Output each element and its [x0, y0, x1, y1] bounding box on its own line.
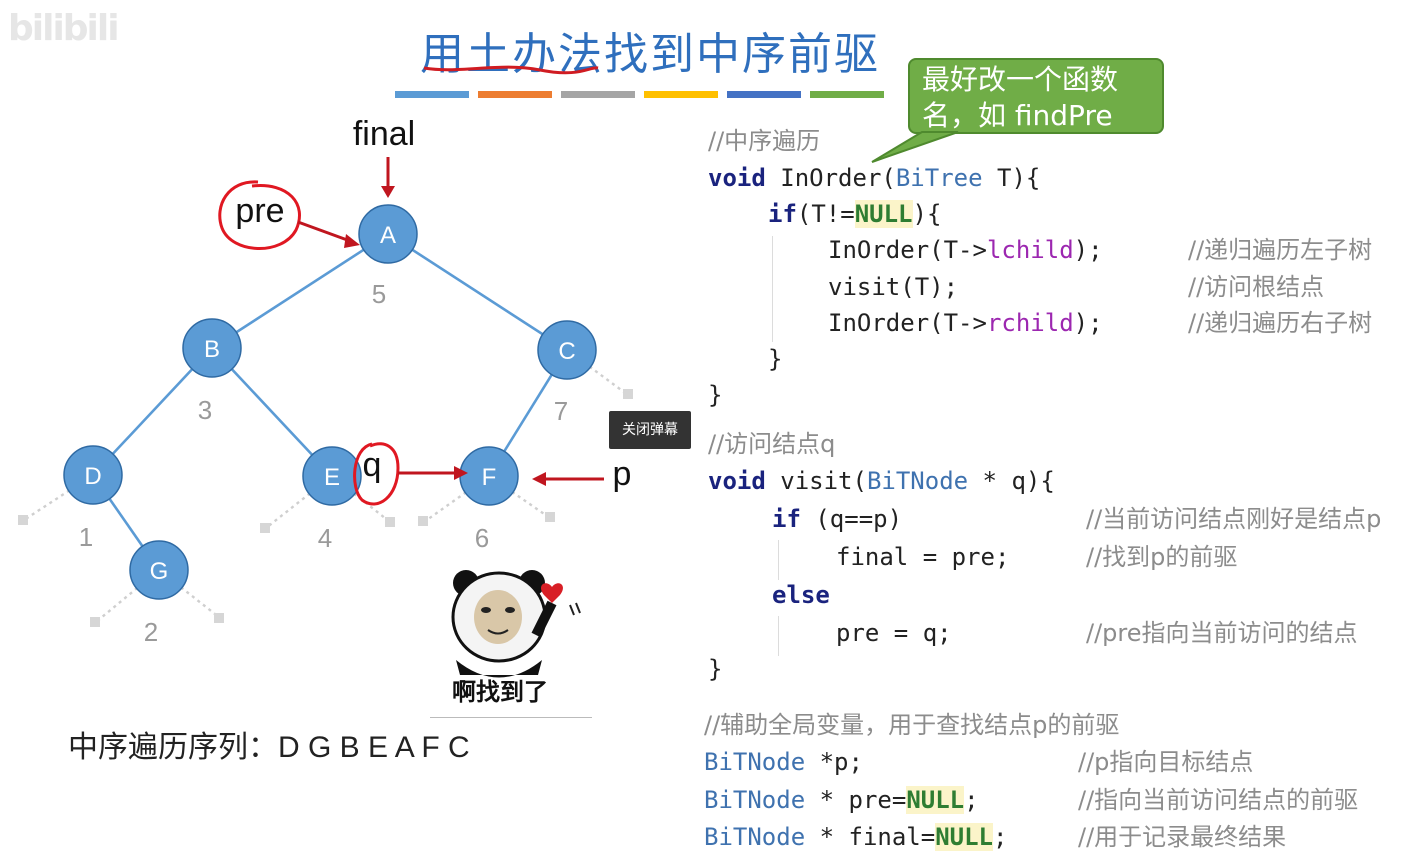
code-global-final: BiTNode * final=NULL; — [704, 823, 1008, 851]
edge-a-c — [387, 232, 568, 352]
code-if-q-eq-p: if (q==p) — [772, 505, 903, 533]
tree-node-b: B — [182, 318, 242, 378]
slide-title: 用土办法找到中序前驱 — [420, 29, 880, 80]
code-close-brace-func: } — [708, 381, 723, 409]
tree-node-e: E — [302, 446, 362, 506]
svg-text:A: A — [380, 222, 396, 249]
comment-right: //递归遍历右子树 — [1188, 309, 1373, 337]
comment-global-p: //p指向目标结点 — [1078, 748, 1254, 776]
svg-text:C: C — [558, 338, 575, 365]
code-pre-eq-q: pre = q; — [836, 619, 952, 647]
order-num-f: 6 — [475, 523, 489, 553]
svg-text:E: E — [324, 464, 340, 491]
indent-guide-2 — [778, 540, 779, 580]
order-num-e: 4 — [318, 523, 332, 553]
sticker-caption: 啊找到了 — [452, 678, 548, 706]
comment-globals: //辅助全局变量，用于查找结点p的前驱 — [704, 711, 1120, 739]
order-num-b: 3 — [198, 395, 212, 425]
code-inorder-left: InOrder(T->lchild); — [828, 236, 1103, 264]
svg-text:D: D — [84, 463, 101, 490]
edge-a-b — [211, 232, 389, 350]
panda-meme-sticker — [451, 570, 581, 678]
svg-text:B: B — [204, 336, 220, 363]
pointer-pre-label: pre — [235, 192, 284, 230]
comment-global-final: //用于记录最终结果 — [1078, 823, 1287, 851]
close-danmaku-button[interactable]: 关闭弹幕 — [609, 411, 691, 449]
comment-pre-points: //pre指向当前访问的结点 — [1086, 619, 1358, 647]
code-if-not-null: if(T!=NULL){ — [768, 200, 942, 228]
divider-line — [430, 717, 592, 718]
red-handwritten-underline — [423, 65, 599, 75]
comment-q-eq-p: //当前访问结点刚好是结点p — [1086, 505, 1382, 533]
pointer-final-label: final — [353, 115, 415, 153]
tree-node-d: D — [63, 445, 123, 505]
comment-found-pred: //找到p的前驱 — [1086, 543, 1238, 571]
q-circle-mark — [353, 442, 400, 506]
pointer-p-arrow — [532, 472, 604, 486]
code-close-brace-visit: } — [708, 655, 723, 683]
order-num-c: 7 — [554, 396, 568, 426]
color-bar-6 — [810, 91, 884, 98]
color-bar-1 — [395, 91, 469, 98]
color-bar-3 — [561, 91, 635, 98]
inorder-sequence: 中序遍历序列：D G B E A F C — [68, 731, 470, 764]
comment-global-pre: //指向当前访问结点的前驱 — [1078, 786, 1359, 814]
tip-speech-bubble: 最好改一个函数 名，如 findPre — [908, 58, 1164, 134]
tree-node-g: G — [129, 540, 189, 600]
code-inorder-signature: void InOrder(BiTree T){ — [708, 164, 1041, 192]
svg-text:G: G — [150, 558, 169, 585]
order-num-a: 5 — [372, 279, 386, 309]
code-visit-call: visit(T); — [828, 273, 959, 301]
bubble-tail — [871, 131, 959, 163]
order-num-g: 2 — [144, 617, 158, 647]
color-bar-5 — [727, 91, 801, 98]
color-bar-2 — [478, 91, 552, 98]
pre-circle-mark — [218, 180, 301, 250]
order-num-d: 1 — [79, 522, 93, 552]
color-bar-4 — [644, 91, 718, 98]
comment-inorder: //中序遍历 — [708, 127, 821, 155]
pointer-q-arrow — [398, 466, 468, 480]
code-final-eq-pre: final = pre; — [836, 543, 1010, 571]
bubble-line-2: 名，如 findPre — [922, 99, 1113, 132]
pointer-p-label: p — [613, 455, 632, 493]
comment-visit-root: //访问根结点 — [1188, 273, 1325, 301]
binary-tree-diagram: A B C D E F G 5 3 7 1 4 6 2 final pre q — [18, 115, 633, 647]
tree-node-a: A — [358, 204, 418, 264]
code-inorder-right: InOrder(T->rchild); — [828, 309, 1103, 337]
pointer-pre-arrow — [297, 220, 360, 248]
code-global-pre: BiTNode * pre=NULL; — [704, 786, 979, 814]
svg-text:F: F — [482, 464, 497, 491]
indent-guide-1 — [772, 236, 773, 342]
code-else: else — [772, 581, 830, 609]
pointer-final-arrow — [381, 157, 395, 198]
bubble-line-1: 最好改一个函数 — [922, 63, 1119, 96]
comment-left: //递归遍历左子树 — [1188, 236, 1373, 264]
tree-node-f: F — [459, 446, 519, 506]
code-close-brace-if: } — [768, 345, 783, 373]
comment-visit: //访问结点q — [708, 430, 836, 458]
code-global-p: BiTNode *p; — [704, 748, 863, 776]
pointer-q-label: q — [363, 446, 382, 484]
tree-node-c: C — [537, 320, 597, 380]
bilibili-watermark: bilibili — [8, 8, 120, 49]
indent-guide-3 — [778, 616, 779, 656]
code-visit-signature: void visit(BiTNode * q){ — [708, 467, 1055, 495]
